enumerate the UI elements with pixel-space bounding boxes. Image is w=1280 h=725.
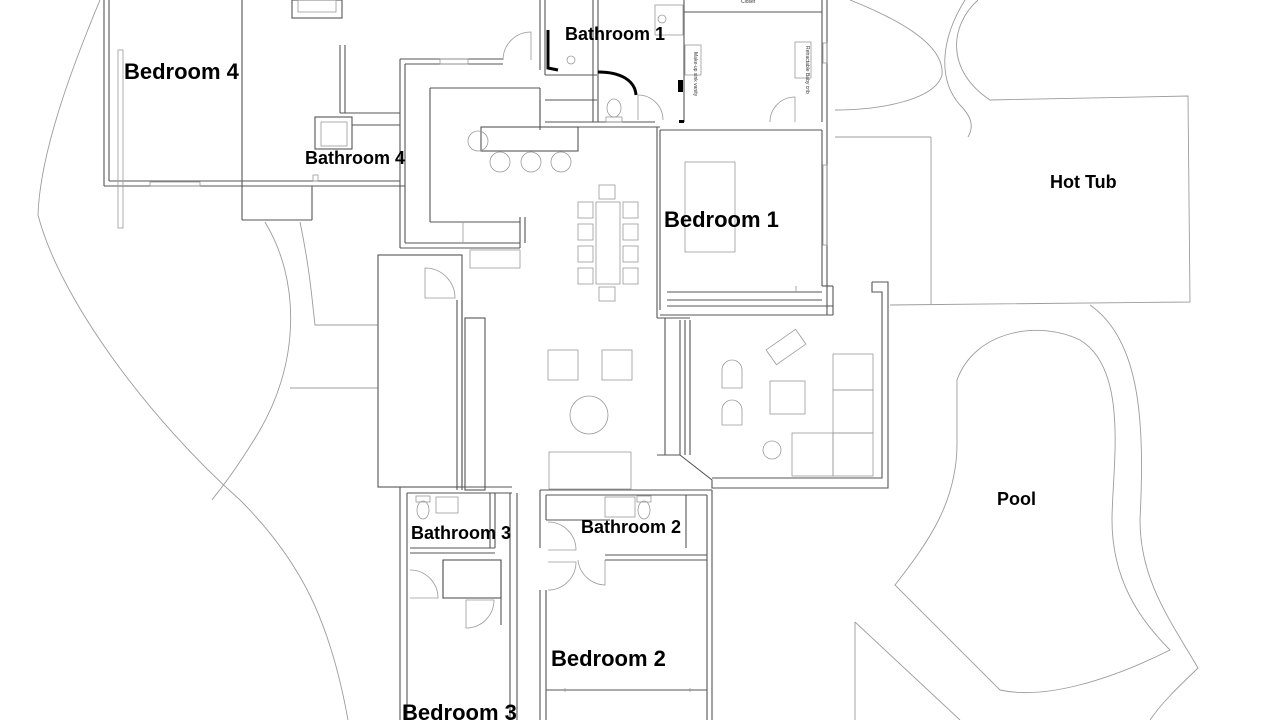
room-label-bathroom-3: Bathroom 3 — [411, 523, 512, 543]
room-label-hot-tub: Hot Tub — [1050, 172, 1117, 192]
fixture-label-makeup-vanity: Make-up sink vanity — [692, 52, 698, 97]
bedroom-1-walls — [539, 0, 834, 316]
room-label-bedroom-1: Bedroom 1 — [664, 207, 779, 232]
room-label-bedroom-4: Bedroom 4 — [124, 59, 239, 84]
dining-table — [577, 184, 639, 302]
bedroom-2-walls — [539, 489, 713, 720]
room-label-bathroom-4: Bathroom 4 — [305, 148, 406, 168]
bedroom-4-walls — [103, 0, 405, 229]
hall-walls — [377, 127, 690, 491]
landscape-outlines — [37, 0, 1199, 720]
room-label-bedroom-2: Bedroom 2 — [551, 646, 666, 671]
room-label-pool: Pool — [997, 489, 1036, 509]
patio-walls — [679, 281, 889, 489]
central-walls — [399, 31, 660, 269]
room-label-bedroom-3: Bedroom 3 — [402, 700, 517, 725]
fixture-label-closet: Closet — [741, 0, 756, 5]
room-label-bathroom-1: Bathroom 1 — [565, 24, 666, 44]
bedroom-3-walls — [399, 486, 518, 720]
room-label-bathroom-2: Bathroom 2 — [581, 517, 682, 537]
fixture-label-baby-crib: Retractable Baby crib — [804, 46, 810, 94]
